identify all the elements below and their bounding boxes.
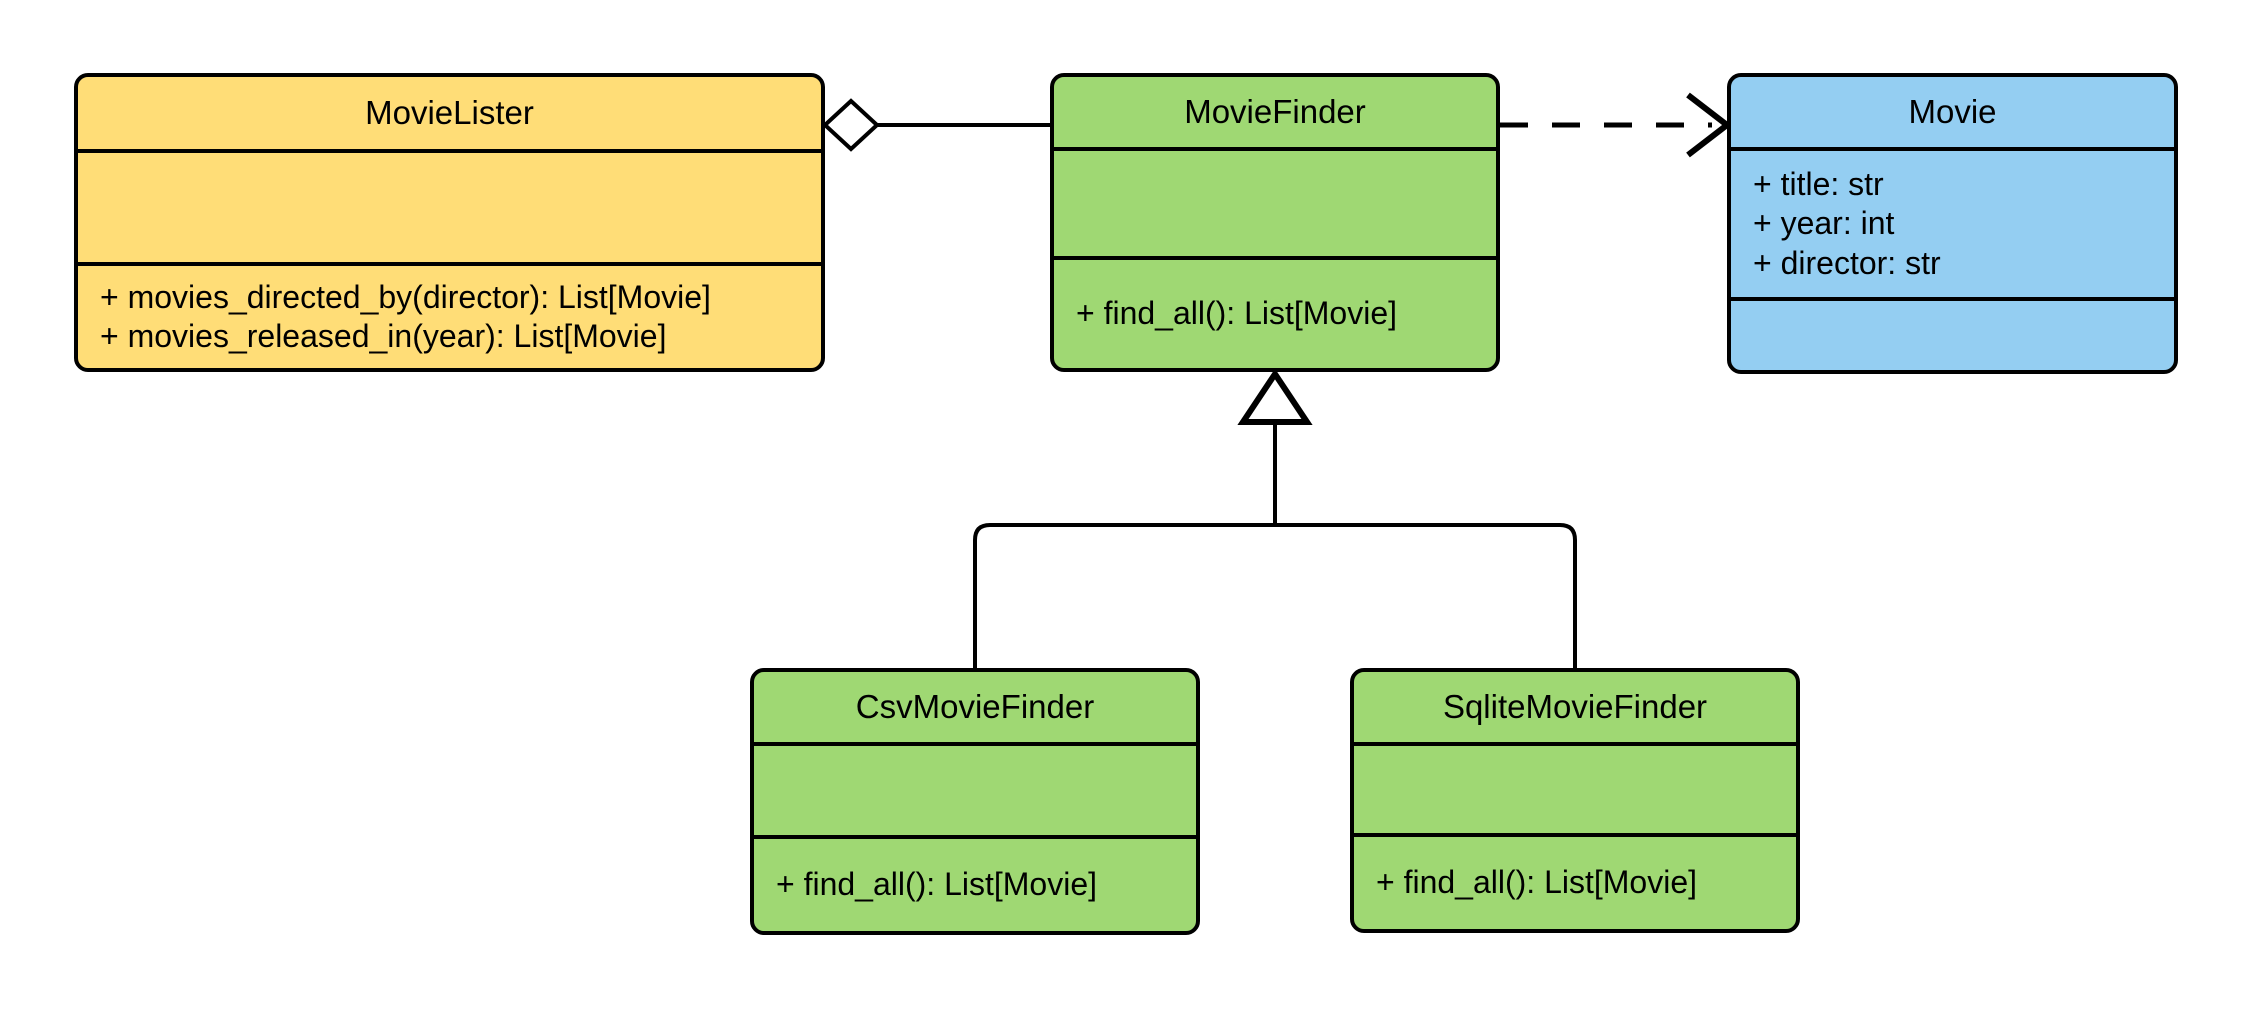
class-name-label: MovieLister — [365, 93, 534, 131]
class-box-movie-lister[interactable]: MovieLister + movies_directed_by(directo… — [74, 73, 825, 372]
class-name-label: CsvMovieFinder — [855, 687, 1095, 725]
aggregation-lister-finder — [822, 98, 1050, 152]
class-attributes-compartment — [754, 742, 1196, 835]
class-name-label: Movie — [1908, 92, 1997, 130]
class-name-compartment: CsvMovieFinder — [754, 672, 1196, 742]
class-methods-compartment — [1731, 297, 2174, 370]
method-item: + find_all(): List[Movie] — [1076, 295, 1398, 332]
class-methods-compartment: + find_all(): List[Movie] — [1054, 256, 1496, 368]
class-box-movie[interactable]: Movie + title: str + year: int + directo… — [1727, 73, 2178, 374]
class-name-compartment: SqliteMovieFinder — [1354, 672, 1796, 742]
class-name-label: MovieFinder — [1184, 92, 1366, 130]
class-box-sqlite-movie-finder[interactable]: SqliteMovieFinder + find_all(): List[Mov… — [1350, 668, 1800, 933]
attribute-item: + director: str — [1753, 244, 1941, 281]
class-methods-compartment: + find_all(): List[Movie] — [1354, 833, 1796, 929]
attribute-item: + year: int — [1753, 205, 1895, 242]
method-item: + movies_directed_by(director): List[Mov… — [100, 278, 711, 315]
class-name-label: SqliteMovieFinder — [1442, 687, 1708, 725]
method-item: + find_all(): List[Movie] — [1376, 864, 1698, 901]
class-name-compartment: MovieFinder — [1054, 77, 1496, 147]
class-attributes-compartment — [1054, 147, 1496, 256]
dependency-finder-movie — [1500, 92, 1732, 158]
open-arrow-icon — [1686, 92, 1732, 158]
class-name-compartment: MovieLister — [78, 77, 821, 149]
method-item: + find_all(): List[Movie] — [776, 866, 1098, 903]
hollow-triangle-icon — [1237, 368, 1313, 425]
class-attributes-compartment — [1354, 742, 1796, 833]
attribute-item: + title: str — [1753, 166, 1884, 203]
method-item: + movies_released_in(year): List[Movie] — [100, 318, 667, 354]
generalization-branch — [973, 523, 1577, 668]
class-attributes-compartment: + title: str + year: int + director: str — [1731, 147, 2174, 297]
class-name-compartment: Movie — [1731, 77, 2174, 147]
class-attributes-compartment — [78, 149, 821, 262]
generalization-tree — [973, 368, 1577, 668]
class-box-csv-movie-finder[interactable]: CsvMovieFinder + find_all(): List[Movie] — [750, 668, 1200, 935]
class-methods-compartment: + find_all(): List[Movie] — [754, 835, 1196, 931]
class-methods-compartment: + movies_directed_by(director): List[Mov… — [78, 262, 821, 368]
hollow-diamond-icon — [822, 98, 880, 152]
class-box-movie-finder[interactable]: MovieFinder + find_all(): List[Movie] — [1050, 73, 1500, 372]
